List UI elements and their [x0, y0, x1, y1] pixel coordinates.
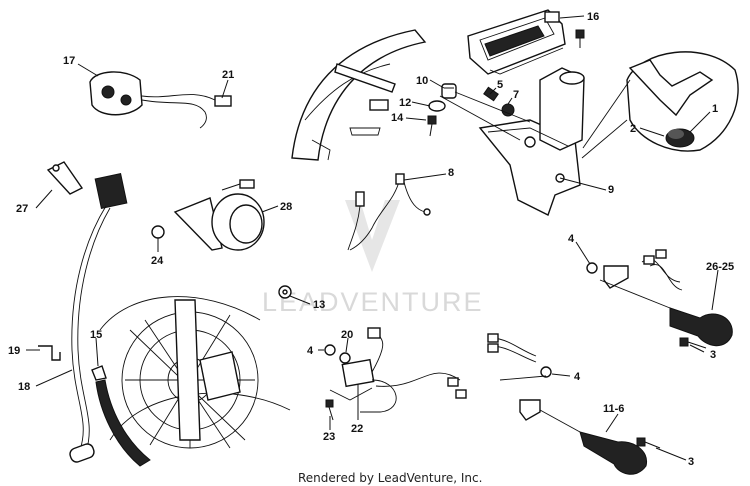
nut-4b	[324, 344, 336, 356]
watermark: LEADVENTURE	[262, 200, 484, 317]
turn-signal-rear	[586, 249, 733, 347]
callout-3-rear: 3	[710, 349, 716, 361]
callout-3-front: 3	[688, 456, 694, 468]
nut-24	[151, 225, 165, 239]
horn	[173, 179, 265, 251]
callout-2: 2	[630, 123, 636, 135]
collar	[428, 100, 446, 112]
callout-1: 1	[712, 103, 718, 115]
clip-13	[278, 285, 292, 299]
front-fender	[291, 29, 427, 161]
callout-12: 12	[399, 97, 411, 109]
callout-21: 21	[222, 69, 234, 81]
screw	[575, 29, 585, 48]
credit-text: Rendered by LeadVenture, Inc.	[298, 471, 482, 485]
wire-harness	[347, 173, 431, 251]
sensor	[91, 365, 107, 381]
callout-19: 19	[8, 345, 20, 357]
callout-28: 28	[280, 201, 292, 213]
callout-14: 14	[391, 112, 404, 124]
clip	[38, 345, 61, 361]
callout-26-25: 26-25	[706, 261, 734, 273]
inset-detail	[626, 51, 739, 152]
bolt-23	[325, 399, 334, 421]
callout-16: 16	[587, 11, 599, 23]
washer-20	[339, 352, 351, 364]
callout-20: 20	[341, 329, 353, 341]
bolt-3a	[679, 337, 707, 349]
callout-13: 13	[313, 299, 325, 311]
speedometer	[467, 9, 566, 75]
callout-22: 22	[351, 423, 363, 435]
bolt-14	[427, 115, 437, 137]
callout-4-front: 4	[574, 371, 581, 383]
meter-bracket	[478, 67, 585, 216]
speedometer-cable	[69, 173, 128, 463]
watermark-text: LEADVENTURE	[262, 287, 484, 317]
callout-15: 15	[90, 329, 102, 341]
callout-18: 18	[18, 381, 30, 393]
nut	[501, 103, 515, 117]
callout-27: 27	[16, 203, 28, 215]
grommet	[441, 83, 457, 99]
callout-24: 24	[151, 255, 164, 267]
callout-17: 17	[63, 55, 75, 67]
callout-9: 9	[608, 184, 614, 196]
lever	[46, 161, 84, 195]
callout-23: 23	[323, 431, 335, 443]
callouts: 16 17 21 10 5 12 7 14 1 2 9 8 27 28 24 4…	[8, 11, 734, 468]
turn-signal-front	[487, 333, 648, 475]
front-wheel	[95, 296, 291, 467]
bolt-3b	[636, 437, 661, 449]
callout-11-6: 11-6	[603, 403, 624, 415]
callout-7: 7	[513, 89, 519, 101]
flasher-relay	[329, 327, 467, 413]
callout-4-relay: 4	[307, 345, 314, 357]
callout-8: 8	[448, 167, 454, 179]
handlebar-switch	[89, 71, 232, 129]
callout-5: 5	[497, 79, 503, 91]
leader-lines	[26, 15, 719, 461]
callout-4-rear: 4	[568, 233, 575, 245]
callout-10: 10	[416, 75, 428, 87]
